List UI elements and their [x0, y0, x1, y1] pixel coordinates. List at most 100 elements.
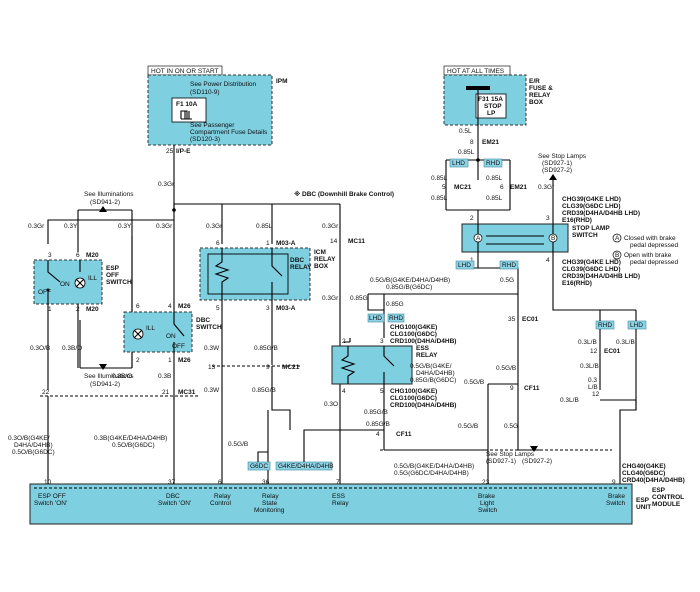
tag-g6dc-text: G6DC	[250, 463, 268, 470]
slsw-b-circle	[548, 233, 558, 243]
wire-dbc-03y: 0.3Y	[118, 223, 132, 230]
esp-off-name-2: OFF	[106, 272, 119, 279]
slsw-codes-bot-3: CRD39(D4HA/D4HB LHD)	[562, 273, 640, 280]
wire-right-pin-12b: 12	[592, 391, 600, 398]
illum-bot-2: (SD941-2)	[90, 381, 120, 388]
slsw-note-a-mark: A	[615, 235, 620, 242]
wire-icm-03gr: 0.3Gr	[206, 223, 223, 230]
wire-slsw-05gb-multi: 0.5G/B(G4KE/D4HA/D4HB)	[370, 277, 450, 284]
ipm-power-dist: See Power Distribution	[190, 81, 256, 88]
tag-lhd-slsw	[455, 260, 475, 270]
mc21b-label: MC21	[282, 364, 300, 371]
slsw-pin-4: 4	[546, 257, 550, 264]
esp-port-2-pin: 37	[168, 479, 176, 486]
mc31-out-wire	[47, 396, 175, 490]
esp-unit-name-1: ESP	[636, 497, 650, 504]
icm-relay-1: DBC	[290, 257, 304, 264]
cf11b-label: CF11	[524, 385, 540, 392]
icm-relay-coil	[214, 248, 283, 300]
wire-085l-rhd2: 0.85L	[486, 195, 503, 202]
ec01b-label: EC01	[604, 348, 621, 355]
wire-085l-lhd: 0.85L	[431, 175, 448, 182]
dbc-pin-tl: 6	[136, 303, 140, 310]
esp-port-6-pin: 23	[482, 479, 490, 486]
ipm-fuse-box	[171, 97, 207, 123]
stop-lamps-top-arrow	[549, 174, 557, 180]
dbc-contacts	[173, 312, 185, 352]
esp-off-out-wire	[47, 304, 79, 390]
slsw-note-b-mark: B	[615, 252, 619, 259]
mc21-pin: 5	[442, 184, 446, 191]
esp-off-switch-contacts	[47, 260, 81, 304]
er-box-name-3: RELAY	[529, 92, 551, 99]
er-box-name-1: E/R	[529, 78, 540, 85]
esp-unit-code-3: CRD40(D4HA/D4HB)	[622, 477, 685, 484]
dbc-conn-bot: M26	[178, 357, 191, 364]
esp-module-1: ESP	[652, 487, 666, 494]
mc31-label: MC31	[178, 389, 196, 396]
esp-off-pin-tl: 3	[48, 252, 52, 259]
stop-lamps-top-1: See Stop Lamps	[538, 153, 587, 160]
ess-codes-bot-2: CLG100(G6DC)	[390, 395, 437, 402]
esp-module-3: MODULE	[652, 501, 681, 508]
wire-slsw-085gb-g6dc: 0.85G/B(G6DC)	[386, 284, 432, 291]
illum-bot-arrow	[99, 364, 107, 370]
wire-085l-rhd: 0.85L	[486, 175, 503, 182]
tag-rhd-er-text: RHD	[486, 160, 500, 167]
stop-lamps-bot-2: (SD927-1)	[486, 458, 516, 465]
er-fuse-lp: LP	[487, 110, 496, 117]
ess-name-2: RELAY	[416, 352, 438, 359]
ess-codes-top-2: CLG100(G6DC)	[390, 331, 437, 338]
er-join-wire	[446, 209, 510, 224]
tag-rhd-slsw-text: RHD	[502, 262, 516, 269]
ess-name-1: ESS	[416, 345, 430, 352]
esp-port-1-pin: 10	[44, 479, 52, 486]
icm-conn-bot: M03-A	[276, 305, 296, 312]
wire-icm-085l: 0.85L	[256, 223, 273, 230]
slsw-left-wire	[367, 294, 384, 311]
wire-mc11-03gr2: 0.3Gr	[322, 295, 339, 302]
slsw-name-1: STOP LAMP	[572, 225, 610, 232]
tag-lhd-er-text: LHD	[452, 160, 465, 167]
esp-unit-code-2: CLG40(G6DC)	[622, 470, 665, 477]
ess-codes-top-1: CHG100(G4KE)	[390, 324, 437, 331]
esp-port-2-l1: DBC	[166, 493, 180, 500]
slsw-codes-bot-4: E16(RHD)	[562, 280, 592, 287]
slsw-codes-top-4: E16(RHD)	[562, 217, 592, 224]
esp-off-ill-cross	[75, 278, 85, 288]
esp-off-name-3: SWITCH	[106, 279, 132, 286]
tag-rhd-ess-text: RHD	[389, 315, 403, 322]
slsw-b: B	[551, 235, 555, 242]
ipm-fuse-icon	[180, 110, 192, 120]
ipm-conn: I/P-E	[176, 148, 191, 155]
esp-port-4-l3: Monitoring	[254, 507, 285, 514]
esp-off-conn-top: M20	[86, 252, 99, 259]
tag-rhd-er	[483, 158, 503, 168]
stop-lamps-top-2: (SD927-1)	[542, 160, 572, 167]
icm-conn-top: M03-A	[276, 240, 296, 247]
ipm-passenger-2: Compartment Fuse Details	[190, 129, 268, 136]
esp-unit-box	[29, 483, 633, 525]
ipm-passenger-ref: (SD120-3)	[190, 136, 220, 143]
stop-lamps-bot-1: See Stop Lamps	[486, 451, 535, 458]
cf11-label: CF11	[396, 431, 412, 438]
wire-ess-085gb3: 0.85G/B	[366, 421, 390, 428]
esp-port-3-l2: Control	[210, 500, 232, 507]
wire-right-03lb-3: 0.3L/B	[616, 339, 635, 346]
tag-lhd-slsw-text: LHD	[458, 262, 471, 269]
tag-g4ke-text: G4KE/D4HA/D4HB	[278, 463, 334, 470]
ess-pin-4: 4	[342, 388, 346, 395]
ipm-passenger-1: See Passenger	[190, 122, 235, 129]
wire-espoff-03ob: 0.3O/B	[30, 345, 50, 352]
wire-right-03lb-4: 0.3L/B	[560, 397, 579, 404]
slsw-codes-bot-2: CLG39(G6DC LHD)	[562, 266, 621, 273]
em21-label: EM21	[510, 184, 527, 191]
wire-dbc-03gr: 0.3Gr	[156, 223, 173, 230]
wire-cf11b-05g: 0.5G	[504, 423, 518, 430]
wire-ipm-03gr: 0.3Gr	[158, 181, 175, 188]
wire-espoff-03gr: 0.3Gr	[28, 223, 45, 230]
esp-port-1-l1: ESP OFF	[38, 493, 66, 500]
mc11-label: MC11	[348, 238, 365, 245]
dbc-off: OFF	[172, 343, 185, 350]
